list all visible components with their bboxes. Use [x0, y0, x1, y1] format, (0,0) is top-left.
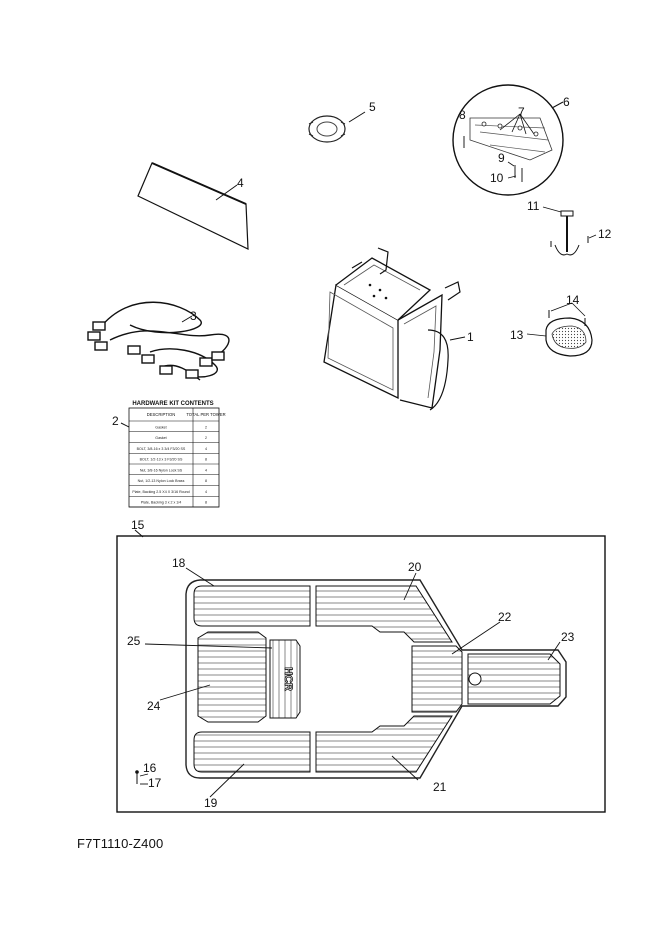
callout-3: 3 [190, 309, 197, 323]
callout-9: 9 [498, 151, 505, 165]
callout-23: 23 [561, 630, 575, 644]
callout-25: 25 [127, 634, 141, 648]
hardware-kit-row-qty: 4 [205, 447, 207, 451]
mat-24 [197, 631, 267, 723]
callout-4: 4 [237, 176, 244, 190]
mat-22 [411, 645, 463, 713]
hardware-kit-row-qty: 4 [205, 490, 207, 494]
hardware-kit-title: HARDWARE KIT CONTENTS [132, 401, 213, 407]
hardware-kit-row-description: Gasket [155, 436, 166, 440]
hardware-kit-row-qty: 8 [205, 458, 207, 462]
part-15-mat-set-frame [116, 529, 606, 813]
callout-24: 24 [147, 699, 161, 713]
hardware-kit-row-description: Plate, Backing 2.5 X4 X 3/16 Round [132, 490, 189, 494]
callout-15: 15 [131, 518, 145, 532]
mat-20 [315, 585, 453, 643]
part-3-wiring-harness [87, 301, 230, 381]
deck-mat-set: HCR [135, 579, 567, 784]
callout-6: 6 [563, 95, 570, 109]
callout-7: 7 [518, 105, 525, 119]
callout-1: 1 [467, 330, 474, 344]
callout-8: 8 [459, 108, 466, 122]
mat-21 [315, 715, 453, 773]
hardware-kit-row-description: BOLT, 3/8-16 x 3 3/4 F3/20 SS [137, 447, 186, 451]
callout-19: 19 [204, 796, 218, 810]
callout-18: 18 [172, 556, 186, 570]
callout-17: 17 [148, 776, 162, 790]
part-13-light [526, 302, 593, 357]
diagram-code: F7T1110-Z400 [77, 836, 164, 851]
hardware-kit-row-qty: 2 [205, 436, 207, 440]
callout-16: 16 [143, 761, 157, 775]
callout-20: 20 [408, 560, 422, 574]
hardware-kit-row-description: Nut, 1/2-13 Nylon Lock Brass [138, 479, 185, 483]
hardware-kit-col-total: TOTAL PER TOWER [186, 412, 225, 417]
hardware-kit-row-description: BOLT, 1/2-13 x 3 F3/20 SS [140, 458, 183, 462]
mat-23 [467, 653, 561, 705]
hardware-kit-row-qty: 2 [205, 425, 207, 429]
callout-14: 14 [566, 293, 580, 307]
mat-18 [193, 585, 311, 627]
mat-25 [269, 639, 301, 719]
hardware-kit-row-qty: 8 [205, 501, 207, 505]
hardware-kit-row-qty: 8 [205, 479, 207, 483]
callout-13: 13 [510, 328, 524, 342]
part-6-detail-circle [452, 84, 564, 196]
hardware-kit-row-qty: 4 [205, 468, 207, 472]
callout-11: 11 [527, 199, 540, 213]
part-5-gasket-ring [308, 111, 366, 143]
mat-19 [193, 731, 311, 773]
callout-2: 2 [112, 414, 119, 428]
hardware-kit-row-description: Gasket [155, 425, 166, 429]
callout-numbers: 1 2 3 4 5 6 7 8 9 10 11 12 13 14 15 16 1… [112, 95, 612, 810]
part-4-panel [137, 162, 249, 250]
hardware-kit-row-description: Plate, Backing 3 x 2 x 1/4 [141, 501, 182, 505]
part-1-tower-frame [323, 247, 466, 411]
mat-logo: HCR [282, 667, 294, 691]
callout-21: 21 [433, 780, 447, 794]
callout-12: 12 [598, 227, 612, 241]
part-11-12-bolt [542, 206, 597, 256]
callout-leaders [139, 567, 561, 798]
hardware-kit-col-description: DESCRIPTION [147, 412, 176, 417]
callout-5: 5 [369, 100, 376, 114]
callout-10: 10 [490, 171, 504, 185]
part-2-hardware-kit-card: HARDWARE KIT CONTENTS DESCRIPTION TOTAL … [120, 401, 226, 508]
hardware-kit-row-description: Nut, 3/8-16 Nylon Lock SS [140, 468, 183, 472]
callout-22: 22 [498, 610, 512, 624]
